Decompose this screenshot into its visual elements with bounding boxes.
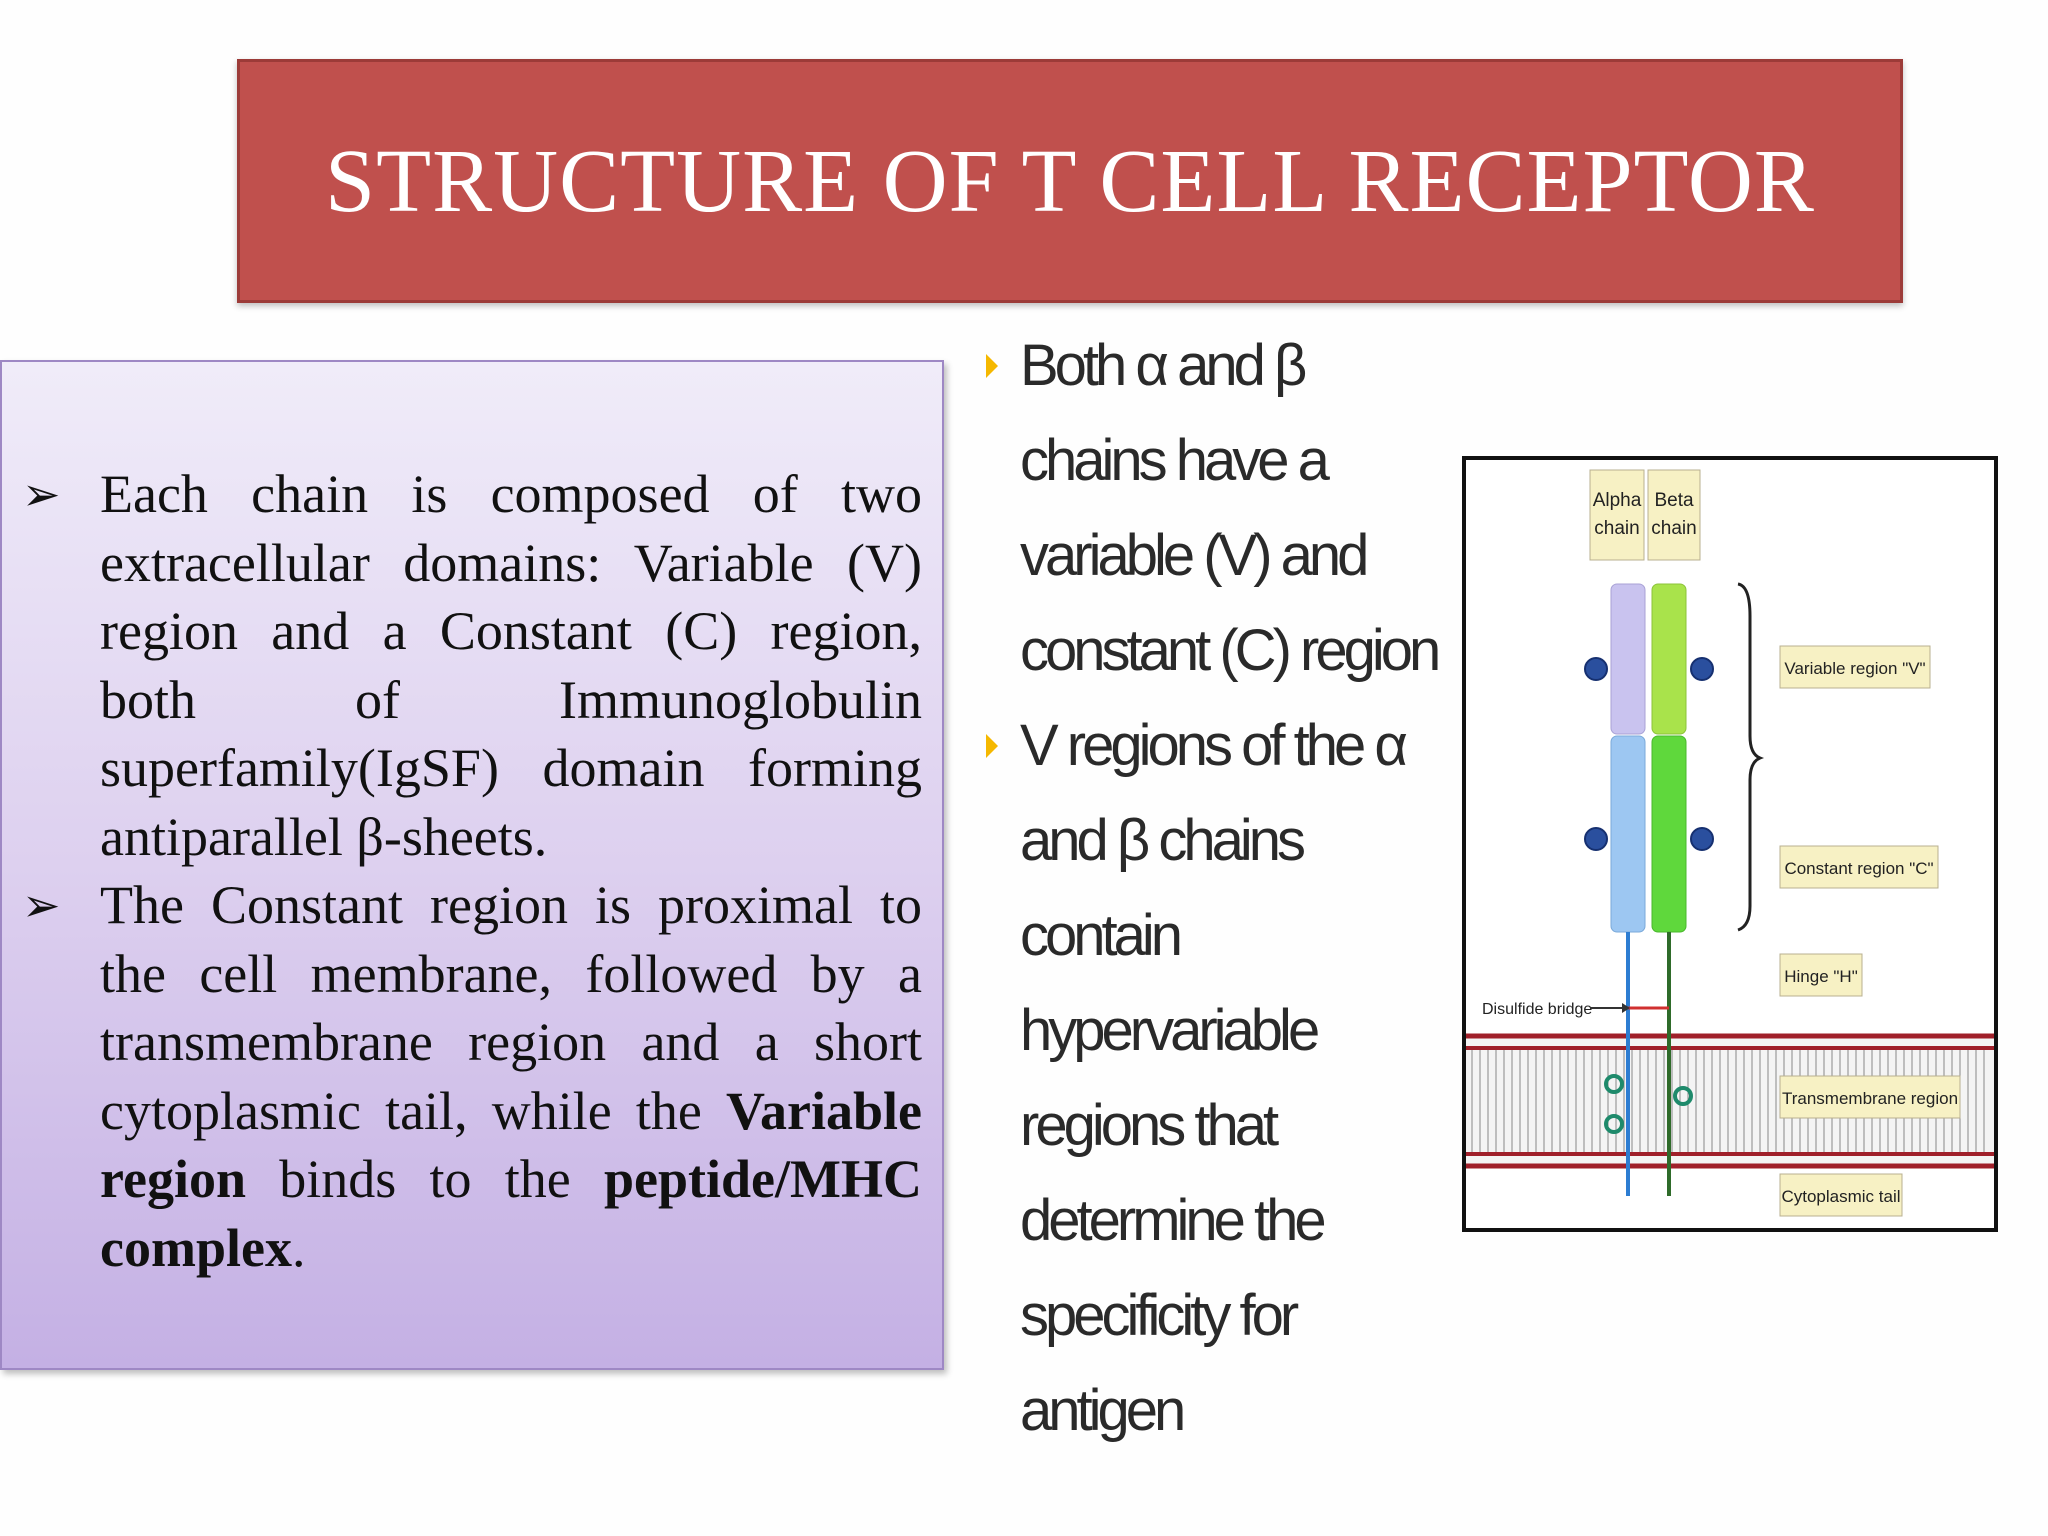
beta-variable-cho-icon	[1690, 657, 1714, 681]
domain-brace-icon	[1737, 582, 1765, 932]
alpha-variable-domain	[1610, 583, 1646, 735]
disulfide-bridge-label: Disulfide bridge	[1482, 1001, 1592, 1018]
disulfide-arrowhead-icon	[1622, 1003, 1630, 1013]
bullet-2-text-part2: binds to the	[246, 1149, 604, 1209]
variable-region-label: Variable region "V"	[1784, 659, 1925, 678]
hinge-label: Hinge "H"	[1784, 967, 1858, 986]
beta-tm-residue-icon	[1673, 1086, 1693, 1106]
alpha-constant-domain	[1610, 735, 1646, 933]
bullet-2-text-part1: The Constant region is proximal to the c…	[100, 875, 922, 1141]
slide-title: STRUCTURE OF T CELL RECEPTOR	[325, 131, 1815, 231]
alpha-tm-residue-1-icon	[1604, 1074, 1624, 1094]
alpha-variable-cho-icon	[1584, 657, 1608, 681]
bullet-list: ➢ Each chain is composed of two extracel…	[22, 460, 922, 1282]
arrow-bullet-icon: ➢	[22, 467, 61, 521]
hinge-label-box	[1779, 953, 1863, 997]
arrow-bullet-icon: ➢	[22, 878, 61, 932]
cytoplasmic-label-box	[1779, 1173, 1903, 1217]
alpha-chain-label-line2: chain	[1594, 518, 1639, 539]
beta-variable-domain	[1651, 583, 1687, 735]
yellow-bullet-icon	[986, 734, 998, 758]
tcr-diagram: Alpha chain Beta chain	[1462, 456, 1998, 1232]
tcr-diagram-svg: Alpha chain Beta chain	[1462, 456, 1998, 1232]
constant-region-label: Constant region "C"	[1784, 859, 1933, 878]
alpha-tm-residue-2-icon	[1604, 1114, 1624, 1134]
right-bullet-1: Both α and β chains have a variable (V) …	[986, 318, 1456, 698]
transmembrane-label: Transmembrane region	[1782, 1089, 1958, 1108]
right-bullet-2: V regions of the α and β chains contain …	[986, 698, 1456, 1458]
transmembrane-label-box	[1779, 1075, 1961, 1119]
right-bullet-2-text: V regions of the α and β chains contain …	[1020, 713, 1408, 1443]
variable-region-label-box	[1779, 645, 1931, 689]
bullet-1-text: Each chain is composed of two extracellu…	[100, 464, 922, 867]
alpha-chain-label-line1: Alpha	[1593, 490, 1642, 511]
right-bullet-list: Both α and β chains have a variable (V) …	[986, 318, 1456, 1458]
bullet-2-bold-peptide-mhc: peptide/MHC complex	[100, 1149, 922, 1278]
beta-constant-domain	[1651, 735, 1687, 933]
membrane-lipids	[1471, 1050, 1985, 1152]
alpha-chain-label-box	[1589, 469, 1645, 561]
bullet-item-2: ➢ The Constant region is proximal to the…	[22, 871, 922, 1282]
left-text-box: ➢ Each chain is composed of two extracel…	[0, 360, 944, 1370]
right-bullet-1-text: Both α and β chains have a variable (V) …	[1020, 333, 1441, 683]
beta-chain-label-line2: chain	[1651, 518, 1696, 539]
bullet-item-1: ➢ Each chain is composed of two extracel…	[22, 460, 922, 871]
beta-chain-label-line1: Beta	[1654, 490, 1694, 511]
bullet-2-text-part3: .	[291, 1217, 306, 1278]
title-banner: STRUCTURE OF T CELL RECEPTOR	[237, 59, 1903, 303]
alpha-constant-cho-icon	[1584, 827, 1608, 851]
yellow-bullet-icon	[986, 354, 998, 378]
beta-chain-label-box	[1647, 469, 1701, 561]
cytoplasmic-label: Cytoplasmic tail	[1781, 1187, 1900, 1206]
constant-region-label-box	[1779, 845, 1939, 889]
bullet-2-bold-variable-region: Variable region	[100, 1080, 922, 1210]
beta-constant-cho-icon	[1690, 827, 1714, 851]
